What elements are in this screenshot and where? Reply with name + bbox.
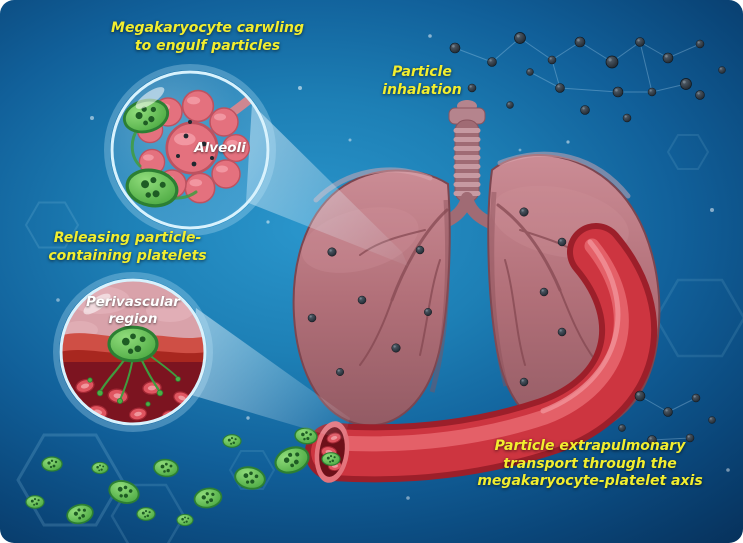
particle bbox=[622, 113, 632, 123]
trachea-rings bbox=[453, 128, 481, 196]
sparkle-dots bbox=[56, 34, 730, 500]
green-cell bbox=[321, 452, 341, 466]
lung-vasculature bbox=[359, 203, 596, 366]
magnifier-beams bbox=[188, 104, 408, 440]
particle-cloud bbox=[449, 31, 726, 123]
particle bbox=[513, 31, 527, 45]
particle bbox=[635, 37, 645, 47]
alveoli-inset bbox=[104, 64, 276, 236]
particle bbox=[557, 237, 567, 247]
particle bbox=[580, 105, 590, 115]
particle bbox=[449, 42, 461, 54]
green-cell bbox=[136, 507, 156, 521]
green-cell bbox=[232, 463, 268, 493]
green-cell bbox=[192, 485, 224, 511]
particle bbox=[391, 343, 401, 353]
beam-alveoli bbox=[246, 104, 408, 266]
particle bbox=[612, 86, 624, 98]
particle bbox=[547, 55, 557, 65]
particle bbox=[708, 416, 716, 424]
particle bbox=[574, 36, 586, 48]
particle bbox=[467, 83, 477, 93]
particle bbox=[691, 393, 701, 403]
perivascular-inset bbox=[53, 272, 213, 432]
particle bbox=[647, 87, 657, 97]
particle bbox=[555, 83, 565, 93]
particle bbox=[335, 367, 345, 377]
particle bbox=[327, 247, 337, 257]
particle bbox=[307, 313, 317, 323]
particle bbox=[519, 377, 529, 387]
released-platelets bbox=[87, 376, 181, 407]
particle bbox=[487, 57, 497, 67]
green-cell bbox=[41, 456, 63, 472]
particle bbox=[663, 407, 673, 417]
green-cell bbox=[176, 513, 194, 527]
green-cell bbox=[25, 495, 45, 509]
particle bbox=[605, 55, 619, 69]
particle bbox=[423, 307, 433, 317]
particle bbox=[679, 77, 693, 91]
particle bbox=[519, 207, 529, 217]
megakaryocyte-cell bbox=[107, 325, 159, 363]
particle bbox=[634, 390, 646, 402]
particle bbox=[718, 66, 726, 74]
particle bbox=[526, 68, 534, 76]
particles-on-alveoli bbox=[176, 120, 214, 167]
particle bbox=[695, 39, 705, 49]
beam-perivascular bbox=[188, 308, 350, 440]
particle bbox=[647, 435, 657, 445]
particle bbox=[539, 287, 549, 297]
green-cell bbox=[152, 457, 180, 479]
released-cells bbox=[25, 426, 319, 527]
particle bbox=[695, 90, 705, 100]
green-cell bbox=[91, 461, 109, 475]
particle bbox=[506, 101, 514, 109]
particle bbox=[618, 424, 626, 432]
particle bbox=[557, 327, 567, 337]
blood-vessel bbox=[305, 223, 657, 483]
particle bbox=[662, 52, 674, 64]
green-cell bbox=[64, 501, 96, 527]
particle bbox=[415, 245, 425, 255]
green-cell bbox=[222, 434, 242, 448]
green-cell bbox=[105, 476, 143, 508]
particle bbox=[357, 295, 367, 305]
particle bbox=[685, 433, 695, 443]
